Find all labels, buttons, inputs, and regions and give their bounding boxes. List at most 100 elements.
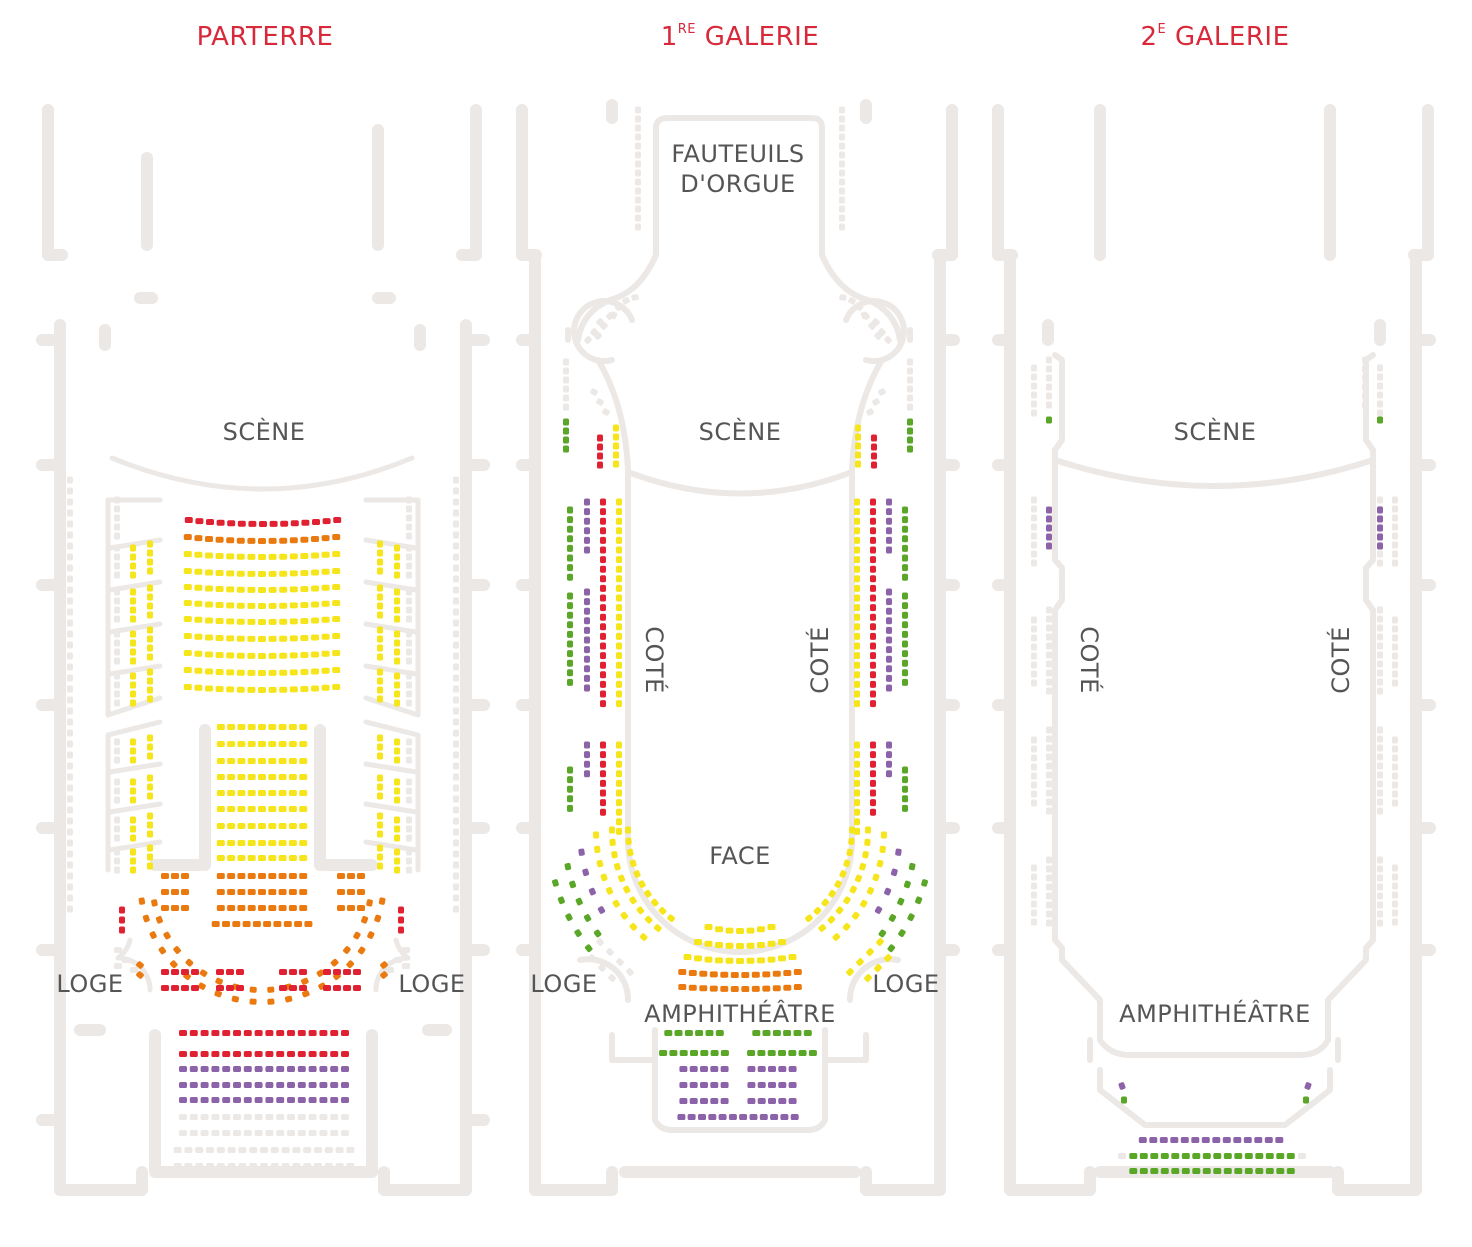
seat[interactable] — [333, 985, 341, 991]
seat[interactable] — [205, 651, 213, 658]
seat[interactable] — [1192, 1168, 1201, 1174]
seat[interactable] — [1138, 1137, 1147, 1143]
seat[interactable] — [189, 1082, 198, 1088]
seat[interactable] — [130, 672, 136, 680]
seat[interactable] — [902, 640, 908, 648]
seat[interactable] — [268, 873, 277, 879]
seat[interactable] — [211, 1030, 220, 1036]
seat[interactable] — [377, 558, 383, 566]
seat[interactable] — [226, 537, 235, 544]
seat[interactable] — [1192, 1153, 1201, 1159]
seat[interactable] — [227, 905, 236, 911]
seat[interactable] — [147, 567, 153, 575]
seat[interactable] — [870, 498, 876, 506]
seat[interactable] — [1222, 1137, 1231, 1143]
seat[interactable] — [886, 674, 892, 682]
seat[interactable] — [161, 889, 169, 895]
seat[interactable] — [870, 584, 876, 592]
seat[interactable] — [215, 635, 224, 641]
seat[interactable] — [268, 806, 277, 812]
seat[interactable] — [171, 889, 179, 895]
seat[interactable] — [597, 461, 603, 469]
seat[interactable] — [247, 905, 256, 911]
seat[interactable] — [902, 525, 908, 533]
seat[interactable] — [616, 751, 622, 759]
seat[interactable] — [330, 958, 339, 967]
seat[interactable] — [394, 825, 400, 833]
seat[interactable] — [211, 1097, 220, 1103]
seat[interactable] — [300, 570, 309, 576]
seat[interactable] — [227, 724, 236, 730]
seat[interactable] — [902, 766, 908, 774]
seat[interactable] — [341, 1097, 349, 1103]
seat[interactable] — [622, 885, 631, 894]
seat[interactable] — [704, 940, 713, 947]
seat[interactable] — [584, 665, 590, 673]
seat[interactable] — [394, 562, 400, 570]
seat[interactable] — [147, 812, 153, 820]
seat[interactable] — [720, 1098, 729, 1104]
seat[interactable] — [678, 984, 687, 990]
seat[interactable] — [311, 634, 319, 641]
seat[interactable] — [678, 969, 687, 975]
seat[interactable] — [866, 886, 875, 895]
seat[interactable] — [332, 684, 341, 690]
seat[interactable] — [232, 921, 241, 927]
seat[interactable] — [1046, 416, 1052, 424]
seat[interactable] — [242, 921, 251, 927]
seat[interactable] — [567, 544, 573, 552]
seat[interactable] — [842, 922, 851, 931]
seat[interactable] — [616, 760, 622, 768]
seat[interactable] — [289, 553, 298, 560]
seat[interactable] — [886, 536, 892, 544]
seat[interactable] — [567, 516, 573, 524]
seat[interactable] — [575, 897, 583, 906]
seat[interactable] — [247, 806, 256, 812]
seat[interactable] — [227, 758, 236, 764]
seat[interactable] — [226, 635, 235, 642]
seat[interactable] — [567, 506, 573, 514]
seat[interactable] — [231, 995, 240, 1003]
seat[interactable] — [886, 636, 892, 644]
seat[interactable] — [215, 686, 224, 692]
seat[interactable] — [308, 1030, 317, 1036]
seat[interactable] — [269, 520, 278, 527]
seat[interactable] — [813, 906, 822, 915]
seat[interactable] — [237, 873, 246, 879]
seat[interactable] — [902, 573, 908, 581]
seat[interactable] — [394, 681, 400, 689]
seat[interactable] — [883, 953, 892, 962]
seat[interactable] — [710, 1082, 719, 1088]
seat[interactable] — [377, 743, 383, 751]
seat[interactable] — [720, 1050, 729, 1056]
seat[interactable] — [258, 905, 266, 911]
seat[interactable] — [289, 570, 298, 577]
seat[interactable] — [130, 834, 136, 842]
seat[interactable] — [206, 519, 214, 525]
seat[interactable] — [626, 848, 634, 857]
seat[interactable] — [377, 626, 383, 634]
seat[interactable] — [903, 880, 911, 889]
seat[interactable] — [258, 538, 266, 544]
seat[interactable] — [875, 937, 884, 946]
seat[interactable] — [147, 644, 153, 652]
seat[interactable] — [915, 896, 923, 905]
seat[interactable] — [394, 756, 400, 764]
seat[interactable] — [147, 540, 153, 548]
seat[interactable] — [171, 905, 179, 911]
seat[interactable] — [249, 998, 257, 1005]
seat[interactable] — [767, 956, 776, 963]
seat[interactable] — [288, 774, 297, 780]
seat[interactable] — [600, 498, 606, 506]
seat[interactable] — [902, 554, 908, 562]
seat[interactable] — [171, 985, 179, 991]
seat[interactable] — [147, 677, 153, 685]
seat[interactable] — [321, 600, 330, 607]
seat[interactable] — [377, 830, 383, 838]
seat[interactable] — [311, 569, 319, 576]
seat[interactable] — [870, 652, 876, 660]
seat[interactable] — [854, 517, 860, 525]
seat[interactable] — [747, 1082, 756, 1088]
seat[interactable] — [600, 690, 606, 698]
seat[interactable] — [616, 779, 622, 787]
